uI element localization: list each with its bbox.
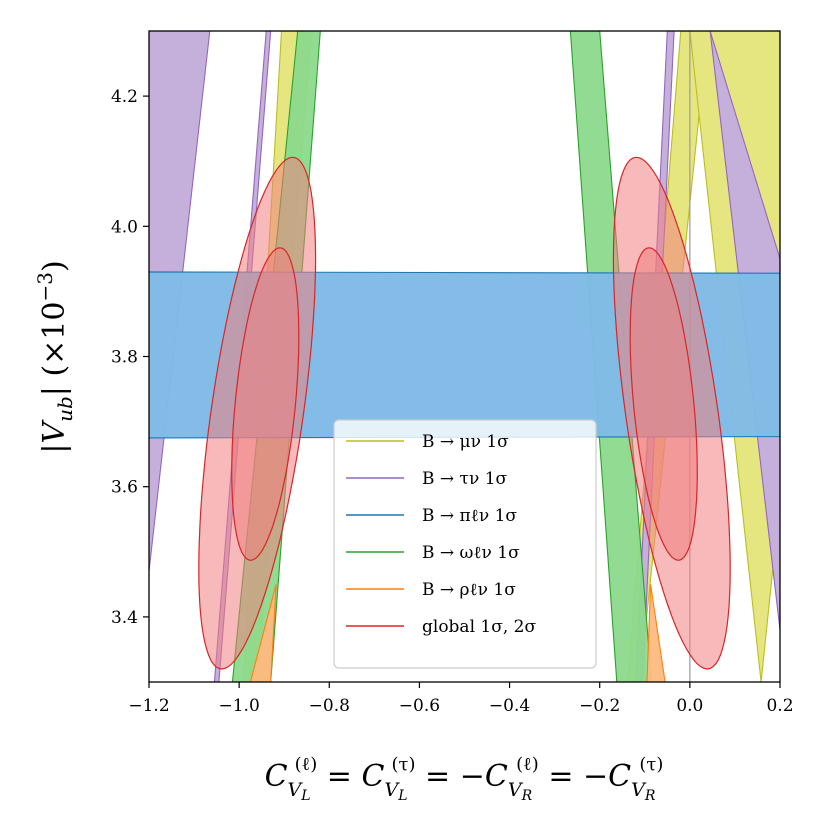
legend: B → μν 1σ B → τν 1σ B → πℓν 1σ B → ωℓν 1σ B … xyxy=(333,419,597,669)
x-tick-label: −1.2 xyxy=(128,696,169,716)
legend-label-b-1: B → μν 1σ xyxy=(422,432,509,452)
y-tick-label: 3.6 xyxy=(111,478,138,498)
y-tick-label: 3.8 xyxy=(111,348,138,368)
legend-label-global-1-2: global 1σ, 2σ xyxy=(422,617,536,637)
x-tick-label: −1.0 xyxy=(219,696,260,716)
band-b-1-0 xyxy=(249,584,277,682)
y-tick-label: 4.0 xyxy=(111,217,138,237)
band-b-1-1 xyxy=(646,584,666,682)
legend-label-b-1: B → τν 1σ xyxy=(422,469,508,489)
band-b-1-0 xyxy=(149,31,211,682)
y-axis-label: |Vub| (×10−3) xyxy=(33,260,77,453)
x-tick-label: 0.0 xyxy=(676,696,703,716)
legend-label-b-1: B → ρℓν 1σ xyxy=(422,580,516,600)
axis-ticks: −1.2 −1.0 −0.8 −0.6 −0.4 −0.2 0.0 0.2 3.4 3.6 3.8 4… xyxy=(111,87,794,716)
legend-label-b-1: B → πℓν 1σ xyxy=(422,506,517,526)
ellipse-global-1-3 xyxy=(629,247,698,561)
x-axis-label: CVL(ℓ) = CVL(τ) = −CVR(ℓ) = −CVR(τ) xyxy=(265,743,664,804)
y-tick-label: 4.2 xyxy=(111,87,138,107)
x-tick-label: −0.8 xyxy=(309,696,350,716)
x-tick-label: 0.2 xyxy=(766,696,793,716)
ellipse-global-1-2 xyxy=(231,247,300,561)
y-tick-label: 3.4 xyxy=(111,608,138,628)
x-tick-label: −0.2 xyxy=(579,696,620,716)
x-tick-label: −0.6 xyxy=(399,696,440,716)
legend-box xyxy=(333,419,597,669)
plot-area xyxy=(149,31,780,682)
x-tick-label: −0.4 xyxy=(489,696,530,716)
legend-label-b-1: B → ωℓν 1σ xyxy=(422,543,520,563)
